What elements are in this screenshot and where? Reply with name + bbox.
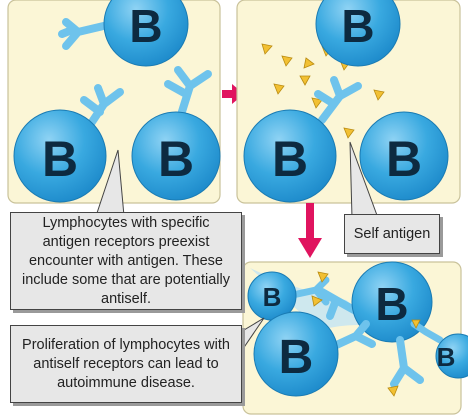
receptor bbox=[387, 336, 424, 397]
receptor bbox=[58, 18, 116, 50]
b-cell: B bbox=[359, 111, 449, 201]
cell-label: B bbox=[129, 0, 162, 52]
arrow-down bbox=[298, 203, 322, 258]
callout-self-antigen: Self antigen bbox=[344, 214, 440, 254]
receptor bbox=[164, 66, 212, 122]
cell-label: B bbox=[263, 282, 282, 312]
panel-self-antigen-encounter: B B B bbox=[236, 0, 461, 204]
b-cell: B bbox=[410, 319, 468, 379]
cell-label: B bbox=[42, 131, 78, 187]
cell-label: B bbox=[341, 0, 374, 52]
callout-self-antigen-text: Self antigen bbox=[353, 225, 431, 242]
callout-proliferation-text: Proliferation of lymphocytes with antise… bbox=[22, 336, 230, 391]
receptor bbox=[80, 84, 124, 132]
b-cell: B bbox=[253, 311, 376, 397]
b-cell: B bbox=[315, 0, 401, 67]
b-cell: B bbox=[13, 84, 124, 203]
callout-proliferation: Proliferation of lymphocytes with antise… bbox=[10, 325, 242, 403]
b-cell: B bbox=[131, 66, 221, 201]
b-cell: B bbox=[247, 271, 330, 321]
cell-label: B bbox=[158, 131, 194, 187]
receptor bbox=[314, 76, 362, 124]
panel-proliferation: B B B B bbox=[242, 261, 468, 415]
receptor bbox=[318, 288, 358, 320]
cell-label: B bbox=[272, 131, 308, 187]
callout-lymphocytes-text: Lymphocytes with specific antigen recept… bbox=[22, 214, 230, 307]
callout-lymphocytes: Lymphocytes with specific antigen recept… bbox=[10, 212, 242, 310]
b-cell: B bbox=[58, 0, 189, 67]
panel-preexisting-lymphocytes: B B B bbox=[7, 0, 221, 204]
cell-label: B bbox=[437, 342, 456, 372]
cell-label: B bbox=[279, 331, 314, 384]
cell-label: B bbox=[386, 131, 422, 187]
cell-label: B bbox=[375, 278, 408, 330]
b-cell: B bbox=[243, 76, 362, 203]
